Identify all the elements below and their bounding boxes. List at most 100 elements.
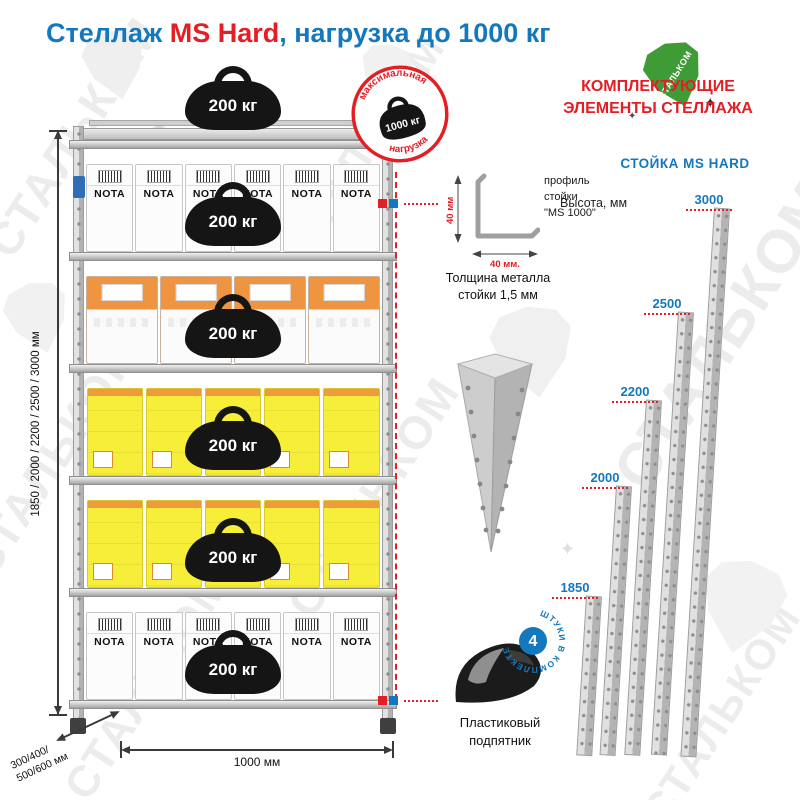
- guide-dashed-line: [395, 172, 397, 700]
- nota-box: NOTA: [283, 164, 331, 252]
- shelf: [69, 476, 397, 485]
- kettlebell-body: 200 кг: [185, 81, 281, 130]
- dimension-tick: [392, 741, 394, 758]
- rack-post-right: [382, 126, 393, 720]
- nota-box: NOTA: [332, 164, 380, 252]
- box-brand-label: NOTA: [94, 636, 126, 648]
- sparkle-icon: ✦: [704, 95, 717, 112]
- shelf-load-value: 200 кг: [208, 435, 258, 455]
- barcode-label: [344, 618, 369, 631]
- marker-square-blue: [389, 199, 398, 208]
- shelf-section-1: NOTA NOTA NOTA NOTA NOTA NOTA: [85, 164, 381, 252]
- post-height-label-2200: 2200: [612, 384, 658, 403]
- kettlebell-body: 200 кг: [185, 645, 281, 694]
- box-brand-label: NOTA: [291, 188, 323, 200]
- shelf: [69, 252, 397, 261]
- profile-dim-vertical: 40 мм: [445, 197, 456, 224]
- box-brand-label: NOTA: [143, 188, 175, 200]
- nota-box: NOTA: [86, 612, 134, 700]
- profile-caption-line: стойки: [544, 190, 578, 203]
- height-dimension-line: [57, 133, 59, 715]
- post-height-label-3000: 3000: [686, 192, 732, 211]
- paper-pack: [86, 500, 143, 588]
- dimension-tick: [120, 741, 122, 758]
- profile-drawing: 40 мм 40 мм.: [445, 173, 540, 270]
- paper-pack: [86, 388, 143, 476]
- shelf-load-badge: 200 кг: [185, 294, 281, 358]
- kettlebell-body: 200 кг: [185, 309, 281, 358]
- components-heading-line2: ЭЛЕМЕНТЫ СТЕЛЛАЖА: [563, 99, 753, 117]
- paper-pack: [323, 388, 380, 476]
- width-dimension-label: 1000 мм: [233, 755, 281, 769]
- marker-square-blue: [389, 696, 398, 705]
- rack-foot: [380, 718, 396, 734]
- shelf-load-badge: 200 кг: [185, 518, 281, 582]
- post-height-value: 3000: [694, 192, 724, 207]
- corner-post-image: [456, 353, 534, 553]
- shelf-load-badge: 200 кг: [185, 66, 281, 130]
- post-height-label-2500: 2500: [644, 296, 690, 315]
- shelf-load-badge: 200 кг: [185, 182, 281, 246]
- sparkle-icon: ✦: [560, 539, 576, 559]
- shelf-load-value: 200 кг: [208, 211, 258, 231]
- post-profile-diagram: 40 мм 40 мм. профиль стойки "MS 1000": [444, 166, 614, 270]
- plastic-foot-image: [455, 643, 541, 703]
- page-title: Стеллаж MS Hard, нагрузка до 1000 кг: [46, 18, 551, 49]
- height-dimension-label: 1850 / 2000 / 2200 / 2500 / 3000 мм: [30, 331, 42, 517]
- barcode-label: [245, 170, 270, 183]
- dimension-arrow: [384, 746, 393, 754]
- kettlebell-body: [379, 104, 426, 140]
- components-heading-line1: КОМПЛЕКТУЮЩИЕ: [581, 78, 735, 95]
- kettlebell-body: 200 кг: [185, 421, 281, 470]
- barcode-label: [146, 618, 171, 631]
- guide-dotted-line: [404, 203, 438, 205]
- barcode-label: [294, 170, 319, 183]
- foot-count-badge: 4 ШТУКИ В КОМПЛЕКТЕ: [500, 608, 567, 675]
- title-part: , нагрузка до 1000 кг: [279, 18, 551, 48]
- brand-sticker: [73, 176, 85, 198]
- dimension-arrow: [54, 706, 62, 715]
- profile-caption: профиль стойки "MS 1000": [544, 174, 596, 222]
- shelf: [69, 140, 397, 149]
- dimension-tick: [49, 130, 67, 132]
- sparkle-icon: ✦: [628, 111, 637, 122]
- paper-pack: [323, 500, 380, 588]
- thickness-line1: Толщина металла: [445, 271, 551, 285]
- nota-box: NOTA: [135, 164, 183, 252]
- thickness-line2: стойки 1,5 мм: [458, 287, 538, 302]
- components-heading: КОМПЛЕКТУЮЩИЕ ЭЛЕМЕНТЫ СТЕЛЛАЖА: [552, 76, 764, 119]
- dimension-arrow: [121, 746, 130, 754]
- kettlebell-handle-icon: [214, 66, 252, 90]
- shelf: [69, 364, 397, 373]
- shelf-load-value: 200 кг: [208, 659, 258, 679]
- thickness-note: Толщина металла стойки 1,5 мм: [432, 270, 564, 304]
- shelving-rack: NOTA NOTA NOTA NOTA NOTA NOTA: [69, 66, 397, 736]
- components-subheading: СТОЙКА MS HARD: [620, 156, 750, 171]
- nota-box: NOTA: [283, 612, 331, 700]
- orange-box: [86, 276, 158, 364]
- shelf: [69, 588, 397, 597]
- profile-dim-horizontal: 40 мм.: [490, 259, 520, 270]
- barcode-label: [196, 618, 221, 631]
- guide-dotted-line: [404, 700, 438, 702]
- barcode-label: [245, 618, 270, 631]
- marker-square-red: [378, 199, 387, 208]
- kettlebell-handle-icon: [214, 406, 252, 430]
- kettlebell-handle-icon: [214, 182, 252, 206]
- foot-count-value: 4: [529, 633, 538, 650]
- shelf-load-value: 200 кг: [208, 547, 258, 567]
- kettlebell-body: 200 кг: [185, 197, 281, 246]
- shelf-load-value: 200 кг: [208, 95, 258, 115]
- foot-caption-line1: Пластиковый: [459, 715, 541, 730]
- post-height-label-1850: 1850: [552, 580, 598, 599]
- orange-box: [308, 276, 380, 364]
- nota-box: NOTA: [135, 612, 183, 700]
- shelf-load-badge: 200 кг: [185, 406, 281, 470]
- barcode-label: [97, 170, 122, 183]
- kettlebell-handle-icon: [214, 294, 252, 318]
- barcode-label: [196, 170, 221, 183]
- nota-box: NOTA: [86, 164, 134, 252]
- dimension-arrow: [54, 130, 62, 139]
- barcode-label: [294, 618, 319, 631]
